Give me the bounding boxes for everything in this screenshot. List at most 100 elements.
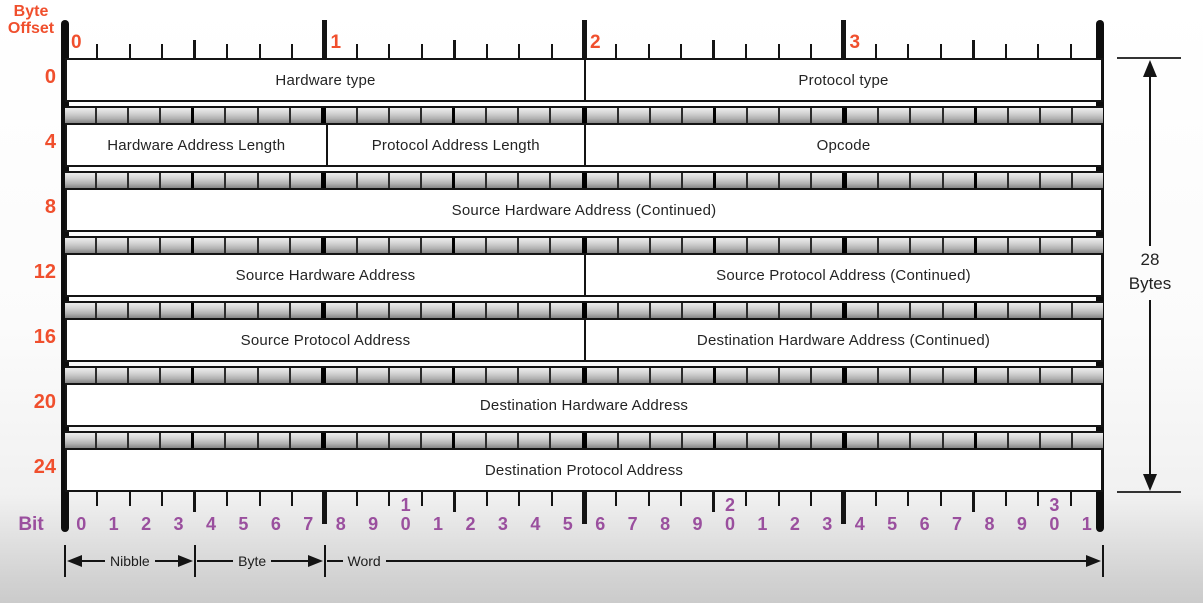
row-offset-20: Destination Hardware Address [65,383,1103,427]
separator-cell [288,368,321,383]
arrow-right-icon [1086,555,1101,567]
bit-number-31: 1 [1081,514,1092,534]
separator-cell [1006,433,1039,448]
separator-cell [1006,238,1039,253]
size-unit: Bytes [1128,274,1172,293]
separator-cell [549,173,582,188]
separator-cell [842,433,878,448]
top-ruler-tick [161,44,164,58]
separator-cell [288,433,321,448]
separator-cell [224,433,257,448]
scale-segment-nibble: Nibble [67,545,193,577]
separator-cell [745,108,779,123]
bit-number-17: 7 [627,514,638,534]
separator-cell [355,238,388,253]
separator-cell [224,368,257,383]
separator-cell [616,433,649,448]
top-ruler-tick [355,44,358,58]
bit-number-22: 2 [789,514,800,534]
separator-cell [387,433,421,448]
separator-cell [842,368,878,383]
separator-cell [941,238,974,253]
separator-cell [1070,303,1103,318]
field-protocol-address-length: Protocol Address Length [325,125,585,165]
separator-cell [680,368,713,383]
bottom-ruler-tick [680,492,683,506]
field-source-hardware-address: Source Hardware Address [235,266,416,284]
separator-cell [320,433,356,448]
separator-cell [909,173,942,188]
separator-cell [712,238,746,253]
size-label: 28 Bytes [1118,248,1182,296]
bottom-ruler-tick [388,492,391,506]
top-ruler-tick [193,40,197,58]
separator-cell [745,433,779,448]
bottom-ruler-tick [647,492,650,506]
separator-cell [909,108,942,123]
byte-offset-16: 16 [33,326,56,348]
bit-number-19: 9 [692,514,703,534]
top-ruler-tick [258,44,261,58]
separator-cell [452,433,486,448]
byte-offset-24: 24 [33,456,56,478]
top-ruler-tick [322,20,327,58]
separator-cell [648,303,681,318]
arrow-right-icon [307,555,323,567]
arrow-down-icon [1143,474,1157,491]
separator-cell [810,433,843,448]
top-ruler-tick [841,20,846,58]
bit-number-14: 4 [530,514,541,534]
separator-cell [517,108,550,123]
bottom-ruler-tick [939,492,942,506]
separator-cell [1070,433,1103,448]
separator-cell [616,303,649,318]
separator-cell [680,433,713,448]
span-line-lower [1149,300,1151,475]
bit-number-27: 7 [952,514,963,534]
separator-cell [127,303,160,318]
separator-cell [159,173,192,188]
bottom-ruler-tick [971,492,975,512]
separator-cell [941,173,974,188]
separator-cell [288,173,321,188]
separator-cell [517,303,550,318]
bottom-ruler-tick [581,492,587,524]
byte-offset-line2: Offset [7,20,55,37]
separator-cell [648,433,681,448]
top-ruler-tick [485,44,488,58]
separator-cell [288,303,321,318]
separator-cell [1070,238,1103,253]
separator-cell [973,303,1007,318]
separator-cell [127,108,160,123]
bottom-ruler-tick [193,492,197,512]
separator-cell [810,238,843,253]
separator-cell [224,238,257,253]
separator-cell [549,108,582,123]
separator-cell [95,303,128,318]
separator-cell [1070,368,1103,383]
separator-cell [712,433,746,448]
separator-cell [485,303,518,318]
bottom-ruler-tick [712,492,716,512]
scale-line [154,560,178,562]
separator-cell [256,368,289,383]
byte-offset-12: 12 [33,261,56,283]
separator-cell [909,303,942,318]
separator-cell [65,238,96,253]
separator-cell [648,173,681,188]
field-destination-hardware-address-continued: Destination Hardware Address (Continued) [584,320,1101,360]
separator-cell [842,173,878,188]
separator-cell [65,173,96,188]
separator-cell [549,368,582,383]
bit-number-28: 8 [984,514,995,534]
span-bottom-cap [1117,491,1181,493]
separator-cell [127,368,160,383]
bit-number-4: 4 [205,514,216,534]
separator-cell [256,433,289,448]
separator-cell [159,303,192,318]
bit-number-6: 6 [270,514,281,534]
separator-cell [355,368,388,383]
separator-cell [581,238,617,253]
top-ruler-tick [226,44,229,58]
